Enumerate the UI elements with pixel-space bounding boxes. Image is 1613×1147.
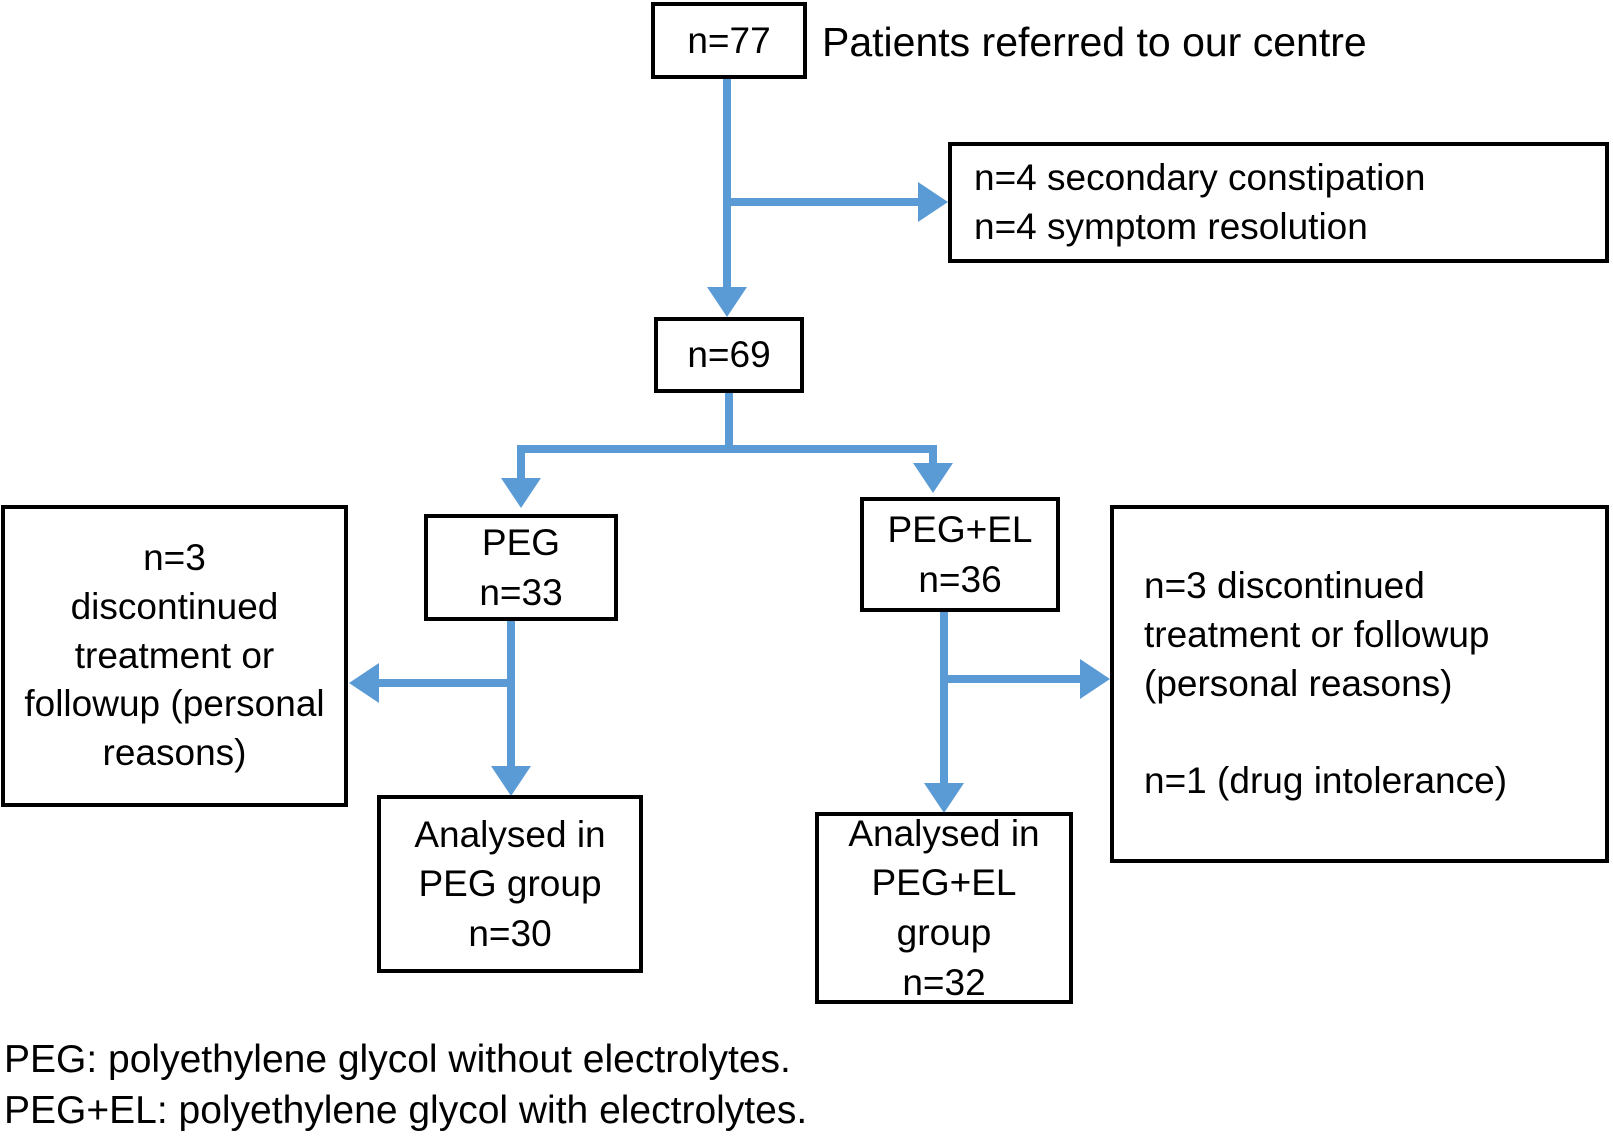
node-peg-count: n=33 xyxy=(479,571,563,613)
node-analysed-pegel-line-3: group xyxy=(896,912,992,953)
connector-referred-trunk xyxy=(723,79,731,287)
node-excluded-line-2: n=4 symptom resolution xyxy=(974,205,1368,247)
node-right-dropout[interactable]: n=3 discontinued treatment or followup (… xyxy=(1110,505,1609,863)
node-analysed-peg[interactable]: Analysed in PEG group n=30 xyxy=(377,795,643,973)
connector-peg-trunk xyxy=(507,621,515,785)
node-right-dropout-line-1: n=3 discontinued xyxy=(1144,564,1425,606)
node-analysed-pegel-line-1: Analysed in xyxy=(848,812,1040,854)
arrowhead-to-pegel xyxy=(913,463,953,493)
node-pegel-arm[interactable]: PEG+EL n=36 xyxy=(860,497,1060,612)
node-analysed-peg-line-2: PEG group xyxy=(418,863,602,905)
node-peg-arm[interactable]: PEG n=33 xyxy=(424,514,618,621)
node-left-dropout-line-1: n=3 xyxy=(143,536,206,578)
connector-pegel-to-right-dropout xyxy=(944,675,1084,683)
arrowhead-to-eligible xyxy=(707,287,747,317)
connector-branch-left-drop xyxy=(517,445,525,480)
node-left-dropout-line-3: treatment or xyxy=(74,634,275,676)
node-left-dropout[interactable]: n=3 discontinued treatment or followup (… xyxy=(1,505,348,807)
node-right-dropout-line-3: (personal reasons) xyxy=(1144,662,1453,704)
connector-pegel-trunk xyxy=(940,612,948,802)
node-patients-referred[interactable]: n=77 xyxy=(651,2,807,79)
node-pegel-count: n=36 xyxy=(918,558,1002,600)
label-patients-referred: Patients referred to our centre xyxy=(822,19,1367,65)
connector-eligible-trunk xyxy=(725,393,733,449)
node-right-dropout-line-5: n=1 (drug intolerance) xyxy=(1144,760,1508,802)
arrowhead-to-analysed-peg xyxy=(491,766,531,796)
node-analysed-peg-count: n=30 xyxy=(468,912,552,954)
node-left-dropout-line-4: followup (personal xyxy=(24,683,325,725)
footnote-line-1: PEG: polyethylene glycol without electro… xyxy=(4,1038,791,1081)
node-left-dropout-line-5: reasons) xyxy=(102,732,247,774)
arrowhead-to-left-dropout xyxy=(349,663,379,703)
arrowhead-to-right-dropout xyxy=(1080,659,1110,699)
connector-branch-bar xyxy=(517,445,937,453)
connector-peg-to-left-dropout xyxy=(379,679,511,687)
node-eligible[interactable]: n=69 xyxy=(654,317,804,393)
node-analysed-pegel[interactable]: Analysed in PEG+EL group n=32 xyxy=(815,812,1073,1004)
node-analysed-peg-line-1: Analysed in xyxy=(414,813,606,855)
node-right-dropout-spacer xyxy=(1144,708,1154,757)
footnote: PEG: polyethylene glycol without electro… xyxy=(4,1035,807,1136)
node-excluded-line-1: n=4 secondary constipation xyxy=(974,156,1426,198)
connector-referred-to-excluded xyxy=(727,198,923,206)
arrowhead-to-analysed-pegel xyxy=(924,783,964,813)
node-eligible-count: n=69 xyxy=(687,334,771,375)
arrowhead-to-excluded xyxy=(918,182,948,222)
node-analysed-pegel-count: n=32 xyxy=(902,961,986,1003)
node-pegel-title: PEG+EL xyxy=(887,509,1033,551)
footnote-line-2: PEG+EL: polyethylene glycol with electro… xyxy=(4,1088,808,1132)
node-right-dropout-line-2: treatment or followup xyxy=(1144,613,1490,655)
connector-branch-right-drop xyxy=(929,445,937,465)
node-left-dropout-line-2: discontinued xyxy=(70,585,279,627)
arrowhead-to-peg xyxy=(501,478,541,508)
node-referred-count: n=77 xyxy=(687,19,771,61)
node-peg-title: PEG xyxy=(481,522,561,564)
node-analysed-pegel-line-2: PEG+EL xyxy=(871,862,1017,904)
node-excluded[interactable]: n=4 secondary constipation n=4 symptom r… xyxy=(948,142,1609,263)
